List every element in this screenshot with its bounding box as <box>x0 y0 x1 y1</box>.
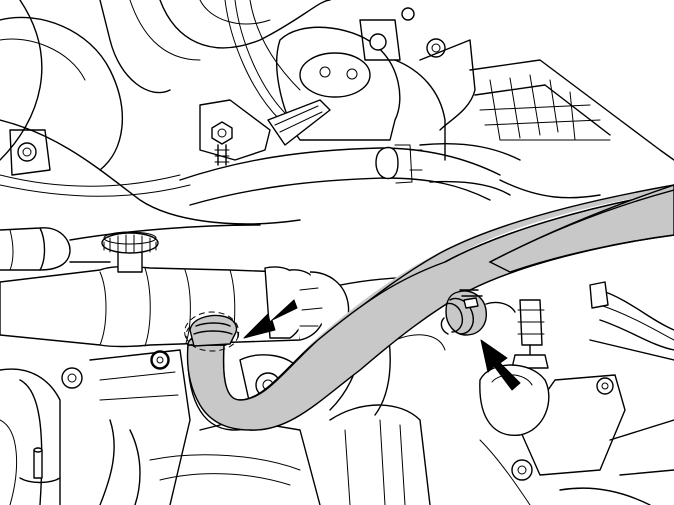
rubber-coolant-hose <box>186 184 674 431</box>
hose-clamp-fitting <box>440 289 516 336</box>
arrow-hose-to-pipe-end <box>243 299 298 339</box>
arrow-clamp-fitting <box>480 339 521 391</box>
connection-point-highlight <box>184 311 240 352</box>
metal-coolant-pipe <box>0 231 350 369</box>
